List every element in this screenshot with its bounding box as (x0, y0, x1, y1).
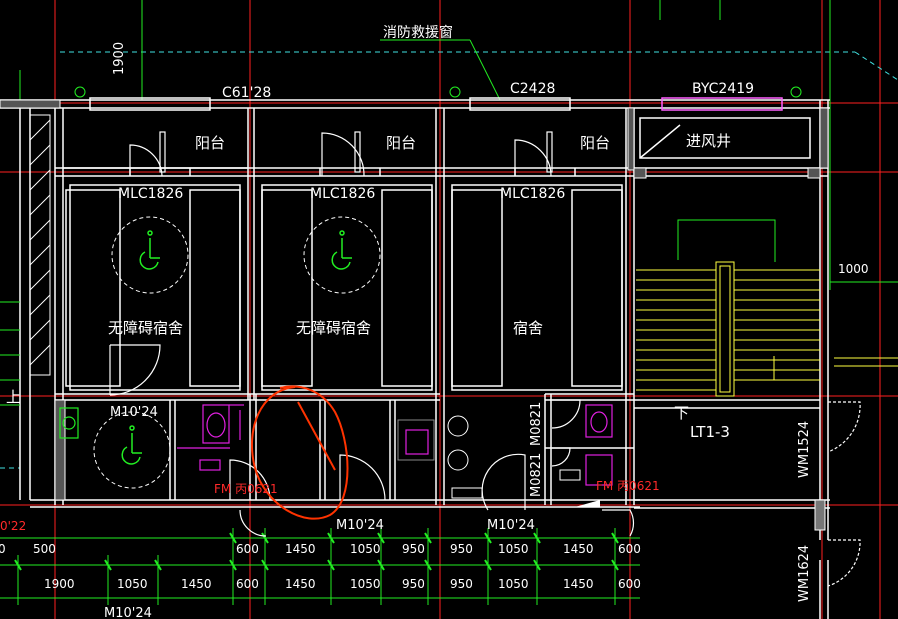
stair-down-arrow: 下 (674, 404, 689, 422)
door-m1024-a: M10'24 (110, 405, 158, 420)
dim-text: 1050 (498, 542, 529, 556)
dim-text: 1450 (563, 542, 594, 556)
stair (636, 261, 898, 397)
left-red-label: 0'22 (0, 519, 26, 533)
dim-text: 950 (402, 577, 425, 591)
dim-text: 950 (450, 577, 473, 591)
dim-text: 950 (450, 542, 473, 556)
dim-text: 1450 (563, 577, 594, 591)
walls (0, 97, 830, 619)
wheelchair-icon (139, 230, 160, 270)
sinks (397, 415, 581, 499)
dim-1900-vertical: 1900 (112, 42, 127, 75)
dimension-row-1: 0 500 600 1450 1050 950 950 1050 1450 60… (0, 542, 641, 556)
dim-text: 1050 (350, 542, 381, 556)
dim-text: 0 (0, 542, 6, 556)
door-mlc-3: MLC1826 (500, 186, 565, 202)
door-swings (109, 131, 861, 587)
dim-text: 600 (236, 542, 259, 556)
balcony-label-1: 阳台 (195, 134, 225, 152)
dim-text: 1900 (44, 577, 75, 591)
dim-text: 950 (402, 542, 425, 556)
room-accessible-2: 无障碍宿舍 (296, 319, 371, 337)
window-byc2419: BYC2419 (692, 81, 754, 97)
hatched-walls (0, 99, 829, 531)
dimension-row-2: 1900 1050 1450 600 1450 1050 950 950 105… (44, 577, 641, 591)
labels: 消防救援窗 1900 C61'28 C2428 BYC2419 阳台 阳台 阳台… (0, 24, 869, 619)
stair-tag: LT1-3 (690, 423, 730, 441)
shaft-label: 进风井 (686, 132, 731, 150)
door-m0821-a: M0821 (529, 402, 544, 446)
triangle-marker (575, 500, 600, 507)
dim-text: 1050 (117, 577, 148, 591)
dim-text: 500 (33, 542, 56, 556)
wheelchair-icons (121, 230, 352, 465)
dim-text: 1450 (285, 542, 316, 556)
fire-window-label: 消防救援窗 (383, 24, 453, 41)
dimension-lines (0, 0, 898, 605)
door-m0821-b: M0821 (529, 453, 544, 497)
turning-circles (93, 216, 381, 489)
window-c2428: C2428 (510, 81, 555, 97)
dim-text: 600 (618, 577, 641, 591)
dim-text: 600 (236, 577, 259, 591)
fire-door-b: FM 丙0621 (596, 479, 660, 493)
door-m1024-b: M10'24 (336, 518, 384, 533)
stair-up-label: 上 (6, 388, 21, 406)
dim-text: 600 (618, 542, 641, 556)
wheelchair-icon (331, 230, 352, 270)
door-mlc-1: MLC1826 (118, 186, 183, 202)
dim-text: 1050 (350, 577, 381, 591)
fire-door-a: FM 丙0621 (214, 482, 278, 496)
window-wm1524: WM1524 (797, 421, 812, 478)
balcony-label-3: 阳台 (580, 134, 610, 152)
door-m1024-c: M10'24 (487, 518, 535, 533)
dashed-outline (0, 51, 898, 469)
room-dorm: 宿舍 (513, 319, 543, 337)
balcony-label-2: 阳台 (386, 134, 416, 152)
wheelchair-icon (121, 425, 142, 465)
room-accessible-1: 无障碍宿舍 (108, 319, 183, 337)
bottom-door-label: M10'24 (104, 606, 152, 619)
window-wm1624: WM1624 (797, 545, 812, 602)
dim-text: 1050 (498, 577, 529, 591)
markup-circle (250, 385, 349, 520)
bathroom-fixtures (59, 404, 613, 486)
stair-arrows (0, 219, 776, 406)
dim-1000: 1000 (838, 262, 869, 276)
dim-text: 1450 (181, 577, 212, 591)
dim-text: 1450 (285, 577, 316, 591)
window-c6128: C61'28 (222, 85, 271, 101)
door-mlc-2: MLC1826 (310, 186, 375, 202)
